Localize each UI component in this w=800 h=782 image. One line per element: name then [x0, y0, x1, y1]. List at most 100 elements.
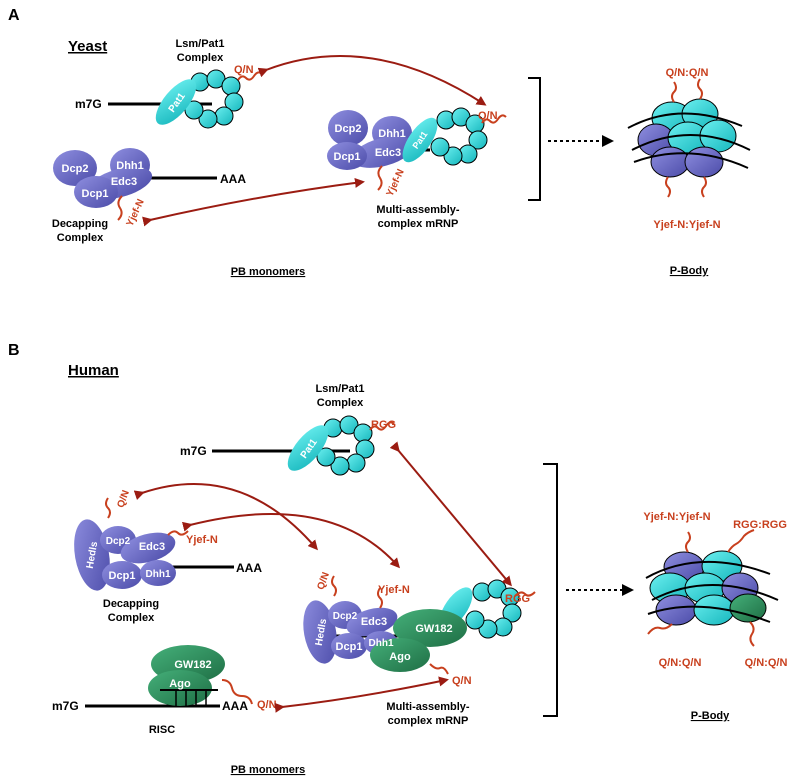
pbody-label: P-Body [670, 265, 709, 277]
qn-label: Q/N [315, 571, 331, 591]
yjef-tail [665, 176, 671, 198]
qn-tail [647, 623, 673, 635]
lsm-complex-title-line2: Complex [177, 52, 224, 64]
protein-label: Edc3 [111, 176, 137, 188]
qn-label: Q/N [452, 675, 472, 687]
yjef-tail [117, 195, 123, 221]
pb-monomers-label: PB monomers [231, 764, 306, 776]
protein-label: Edc3 [375, 147, 401, 159]
pat1-protein [155, 79, 197, 125]
protein-label: GW182 [415, 623, 452, 635]
multi-assembly-complex [303, 579, 522, 672]
panel-a-organism: Yeast [68, 38, 107, 55]
qn-tail [105, 497, 111, 519]
p-body-cluster [645, 550, 779, 626]
decapping-title-line1: Decapping [103, 598, 159, 610]
protein-label: Ago [389, 651, 411, 663]
panel-b-organism: Human [68, 362, 119, 379]
cap-label: m7G [75, 97, 102, 111]
rgg-label: RGG [371, 419, 396, 431]
protein-label: Dcp2 [335, 123, 362, 135]
pb-monomers-label: PB monomers [231, 266, 306, 278]
polya-label: AAA [222, 699, 248, 713]
yjef-label: Yjef-N [378, 584, 410, 596]
protein-label: Dcp1 [336, 641, 363, 653]
pbody-bottom-label: Yjef-N:Yjef-N [653, 219, 720, 231]
pbody-bl-label: Q/N:Q/N [659, 657, 702, 669]
pbody-tl-label: Yjef-N:Yjef-N [643, 511, 710, 523]
rgg-tail [369, 421, 395, 431]
multi-title-line1: Multi-assembly- [376, 204, 459, 216]
panel-a-letter: A [8, 7, 20, 24]
lsm-ring [184, 69, 244, 129]
protein-label: Dhh1 [116, 160, 144, 172]
qn-label: Q/N [234, 64, 254, 76]
decapping-title-line2: Complex [57, 232, 104, 244]
protein-label: Dhh1 [146, 569, 171, 580]
interaction-arrow [389, 441, 512, 587]
bracket [543, 463, 558, 717]
yjef-label: Yjef-N [125, 198, 147, 229]
protein-label: Dhh1 [369, 638, 394, 649]
interaction-arrow [181, 512, 401, 569]
yjef-tail [377, 165, 383, 191]
interaction-arrow [257, 55, 487, 106]
protein-label: Dhh1 [378, 128, 406, 140]
multi-title-line1: Multi-assembly- [386, 701, 469, 713]
protein-label: Edc3 [361, 616, 387, 628]
interaction-arrow [274, 676, 449, 713]
decapping-title-line2: Complex [108, 612, 155, 624]
polya-label: AAA [220, 172, 246, 186]
pbody-br-label: Q/N:Q/N [745, 657, 788, 669]
protein-label: Dcp1 [82, 188, 109, 200]
p-body-cluster [627, 98, 751, 178]
qn-tail [671, 81, 677, 103]
cap-label: m7G [180, 444, 207, 458]
pbody-tr-label: RGG:RGG [733, 519, 787, 531]
protein-label: Dcp1 [109, 570, 136, 582]
decapping-title-line1: Decapping [52, 218, 108, 230]
rgg-tail [514, 591, 536, 597]
qn-tail [749, 621, 755, 647]
pat1-protein [287, 425, 329, 471]
protein-label: Dcp2 [106, 536, 131, 547]
protein-label: Dcp1 [334, 151, 361, 163]
pbody-label: P-Body [691, 710, 730, 722]
yjef-tail [685, 531, 691, 553]
yjef-tail [701, 176, 707, 198]
yjef-tail [167, 530, 189, 536]
protein-label: Edc3 [139, 541, 165, 553]
rgg-label: RGG [505, 593, 530, 605]
protein-label: Ago [169, 678, 191, 690]
yjef-label: Yjef-N [385, 168, 407, 199]
qn-label: Q/N [478, 110, 498, 122]
protein-label: Dcp2 [62, 163, 89, 175]
protein-label: Dcp2 [333, 611, 358, 622]
protein-label: Hedls [85, 540, 101, 569]
interaction-arrow [142, 177, 365, 227]
qn-label: Q/N [115, 489, 131, 509]
polya-label: AAA [236, 561, 262, 575]
qn-tail [331, 575, 337, 597]
lsm-ring [316, 415, 375, 476]
yjef-label: Yjef-N [186, 534, 218, 546]
yjef-tail [377, 587, 383, 609]
decapping-complex [53, 148, 153, 208]
qn-tail [697, 78, 703, 100]
multi-title-line2: complex mRNP [388, 715, 469, 727]
qn-label: Q/N [257, 699, 277, 711]
panel-b-letter: B [8, 342, 20, 359]
lsm-complex-title-line1: Lsm/Pat1 [316, 383, 365, 395]
rgg-tail [727, 529, 755, 553]
cap-label: m7G [52, 699, 79, 713]
risc-complex [148, 645, 225, 706]
protein-label: Hedls [314, 617, 330, 646]
lsm-complex-title-line2: Complex [317, 397, 364, 409]
multi-title-line2: complex mRNP [378, 218, 459, 230]
qn-tail [429, 663, 449, 675]
protein-label: GW182 [174, 659, 211, 671]
pbody-top-label: Q/N:Q/N [666, 67, 709, 79]
multi-assembly-complex [327, 107, 488, 170]
lsm-complex-title-line1: Lsm/Pat1 [176, 38, 225, 50]
qn-tail [481, 114, 507, 124]
